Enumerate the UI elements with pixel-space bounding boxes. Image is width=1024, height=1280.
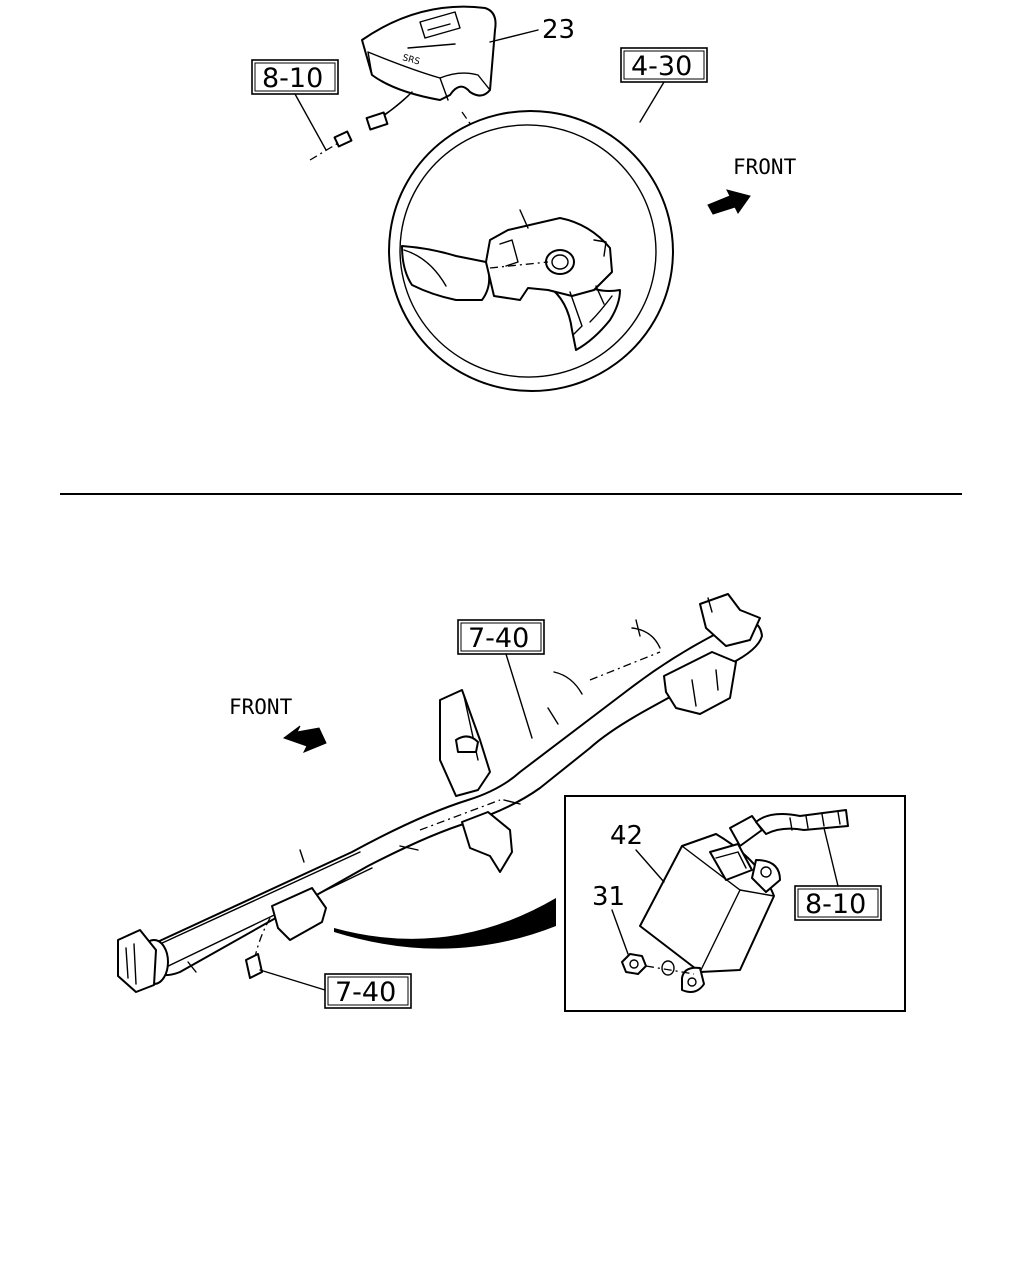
ref-label-7-40-bracket: 7-40 xyxy=(335,977,396,1008)
front-label-upper: FRONT xyxy=(733,155,797,179)
upper-view: SRS 23 8-10 xyxy=(251,5,797,393)
steering-wheel xyxy=(388,109,674,393)
ref-box-crossmember: 7-40 xyxy=(457,619,545,655)
detail-inset: 42 31 8-10 xyxy=(564,795,906,1012)
detail-pointer-arc xyxy=(334,898,556,949)
ref-label-8-10-lower: 8-10 xyxy=(805,889,866,920)
front-direction-indicator-lower: FRONT xyxy=(229,695,327,753)
airbag-module-pad: SRS xyxy=(361,5,497,101)
front-label-lower: FRONT xyxy=(229,695,293,719)
front-direction-indicator-upper: FRONT xyxy=(707,155,797,215)
front-arrow-icon-lower xyxy=(282,725,327,753)
ref-label-7-40-crossmember: 7-40 xyxy=(468,623,529,654)
ref-label-4-30: 4-30 xyxy=(631,51,692,82)
lower-view: 7-40 7-40 FRONT xyxy=(117,593,906,1012)
ref-label-8-10-upper: 8-10 xyxy=(262,63,323,94)
harness-connector xyxy=(309,130,353,161)
airbag-module-connector xyxy=(365,91,413,131)
ref-box-steering-wheel: 4-30 xyxy=(620,47,708,83)
sensor-unit xyxy=(639,815,781,993)
nut xyxy=(621,953,695,976)
ref-box-harness-lower: 8-10 xyxy=(794,885,882,921)
front-arrow-icon-upper xyxy=(707,189,751,215)
callout-42: 42 xyxy=(610,821,643,851)
ref-box-bracket: 7-40 xyxy=(324,973,412,1009)
callout-23: 23 xyxy=(542,15,575,45)
srs-emblem: SRS xyxy=(401,53,421,67)
ref-box-harness-upper: 8-10 xyxy=(251,59,339,95)
crossmember-beam xyxy=(117,593,763,993)
callout-31: 31 xyxy=(592,882,625,912)
